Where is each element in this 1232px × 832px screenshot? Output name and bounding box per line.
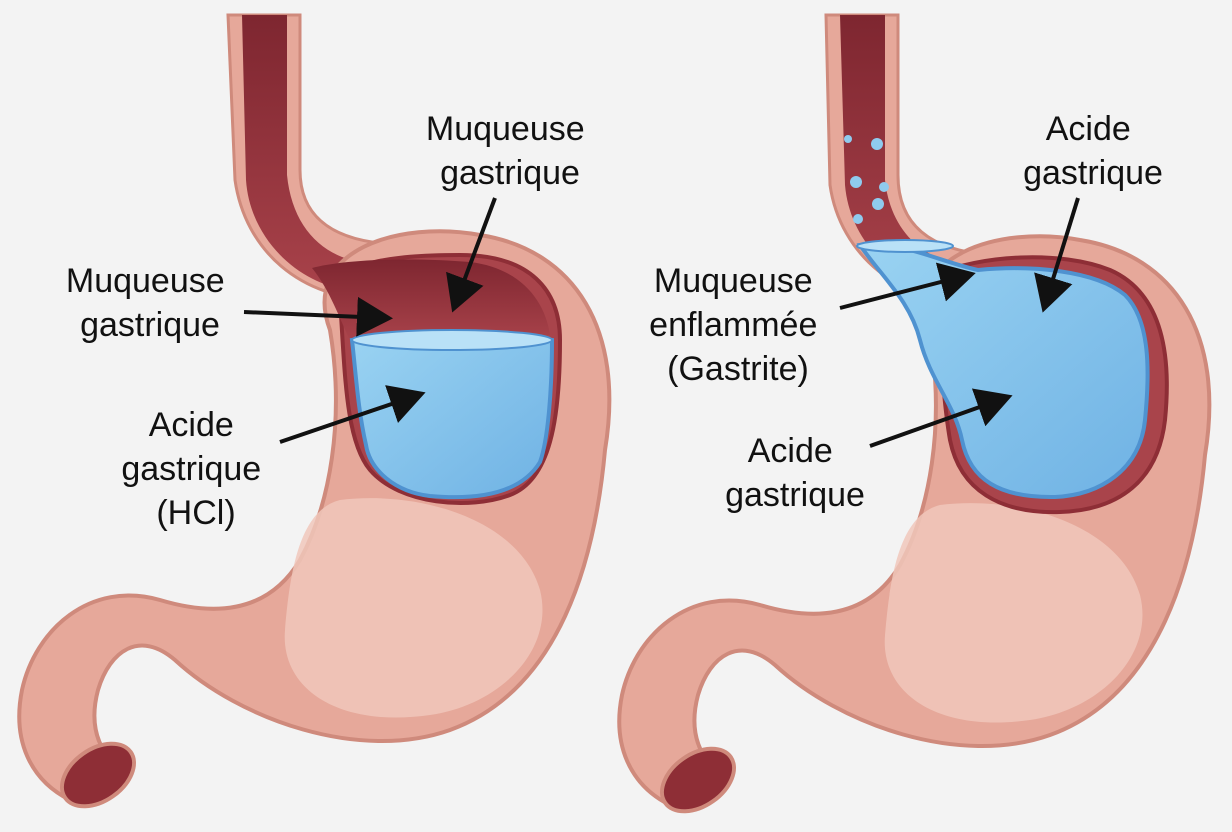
healthy-stomach-panel: Muqueuse gastrique Muqueuse gastrique Ac… [17,13,612,809]
acid-bubble-4 [879,182,889,192]
duodenum-opening-left [59,741,137,809]
label-mucosa-side-left: Muqueuse gastrique [66,262,234,344]
stomach-inner-highlight-left [284,498,543,718]
duodenum-opening-right [659,746,737,814]
arrow-acid-left [279,385,426,444]
arrow-inflamed-mucosa [839,262,976,310]
label-acid-right: Acide gastrique [725,432,865,514]
label-acid-top-right: Acide gastrique [1023,110,1163,192]
arrow-mucosa-top-left [446,197,497,313]
arrow-mucosa-side-left [243,296,393,337]
acid-bubble-2 [844,135,852,143]
arrow-acid-right [869,388,1013,448]
acid-bubble-5 [872,198,884,210]
acid-pool-right [856,242,1150,500]
gastritis-stomach-panel: Acide gastrique Muqueuse enflammée (Gast… [617,13,1212,814]
acid-bubble-6 [853,214,863,224]
label-inflamed-mucosa: Muqueuse enflammée (Gastrite) [649,262,827,388]
label-mucosa-top-left: Muqueuse gastrique [426,110,594,192]
arrow-acid-top-right [1034,197,1080,313]
acid-surface-left [351,329,553,351]
stomach-inner-highlight-right [884,503,1143,723]
acid-surface-right [856,239,954,253]
acid-bubble-1 [871,138,883,150]
esophagus-lumen-left [242,15,360,290]
label-acid-left: Acide gastrique (HCl) [121,406,270,532]
acid-pool-left [349,332,555,500]
acid-bubble-3 [850,176,862,188]
esophagus-lumen-right [840,15,960,292]
